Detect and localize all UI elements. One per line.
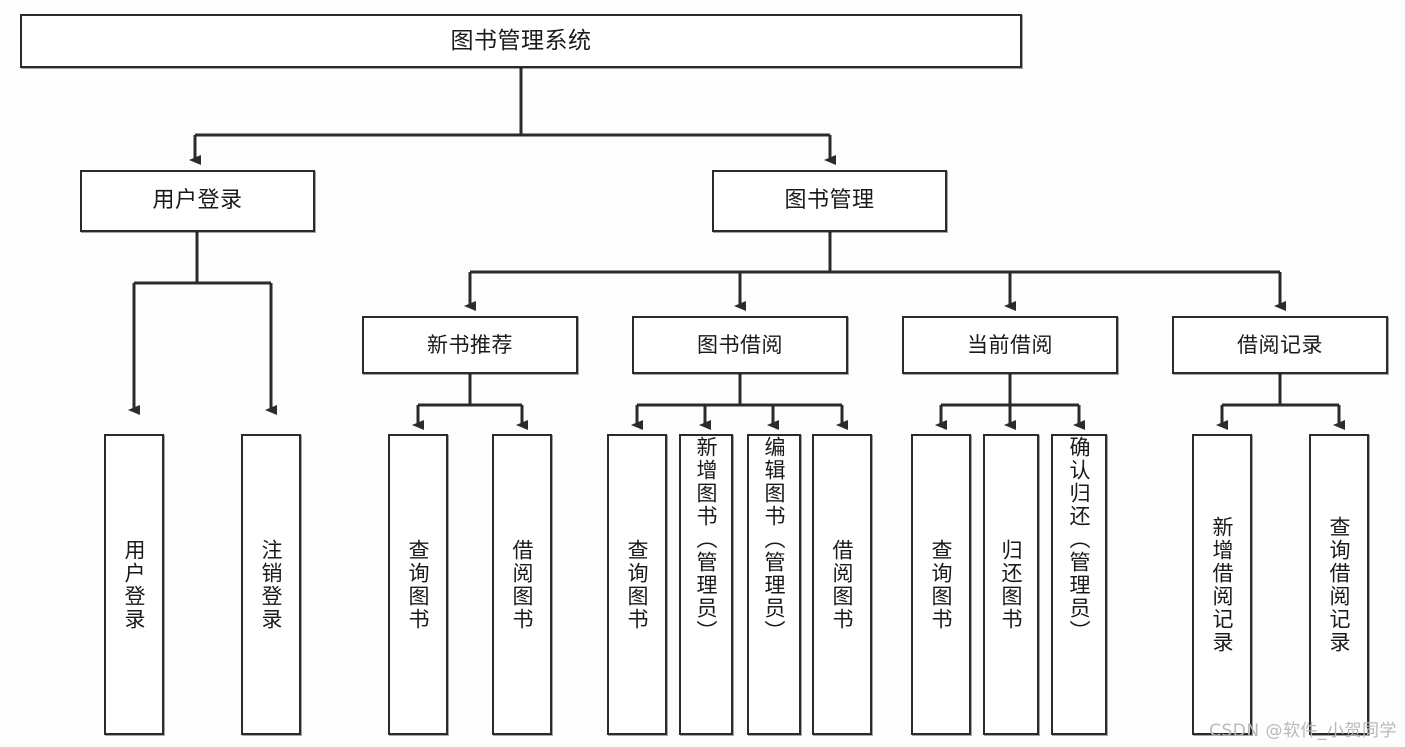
node-leaf-query-book-1-label: 查询图书	[406, 538, 431, 631]
node-book-manage[interactable]: 图书管理	[712, 170, 947, 232]
node-leaf-query-book-3[interactable]: 查询图书	[911, 434, 971, 735]
node-leaf-query-record[interactable]: 查询借阅记录	[1309, 434, 1369, 735]
node-leaf-borrow-book-2[interactable]: 借阅图书	[812, 434, 872, 735]
node-new-book-rec[interactable]: 新书推荐	[362, 316, 578, 374]
node-user-login[interactable]: 用户登录	[80, 170, 315, 232]
node-leaf-add-book[interactable]: 新增图书（管理员）	[679, 434, 733, 735]
node-leaf-logout[interactable]: 注销登录	[241, 434, 301, 735]
csdn-watermark: CSDN @软件_小贺同学	[1209, 721, 1397, 741]
node-current-borrow[interactable]: 当前借阅	[902, 316, 1118, 374]
node-leaf-query-book-2[interactable]: 查询图书	[607, 434, 667, 735]
node-leaf-edit-book-label: 编辑图书（管理员）	[762, 436, 787, 643]
node-leaf-borrow-book-1[interactable]: 借阅图书	[492, 434, 552, 735]
node-leaf-query-book-2-label: 查询图书	[625, 538, 650, 631]
node-leaf-edit-book[interactable]: 编辑图书（管理员）	[747, 434, 801, 735]
node-leaf-query-book-1[interactable]: 查询图书	[388, 434, 448, 735]
node-user-login-label: 用户登录	[152, 188, 243, 214]
node-leaf-user-login-label: 用户登录	[122, 538, 147, 631]
node-leaf-add-record-label: 新增借阅记录	[1210, 515, 1235, 654]
node-current-borrow-label: 当前借阅	[967, 332, 1053, 357]
node-borrow-record-label: 借阅记录	[1237, 332, 1323, 357]
node-leaf-borrow-book-1-label: 借阅图书	[510, 538, 535, 631]
node-leaf-borrow-book-2-label: 借阅图书	[830, 538, 855, 631]
node-book-manage-label: 图书管理	[784, 188, 875, 214]
node-book-borrow-label: 图书借阅	[697, 332, 783, 357]
node-leaf-logout-label: 注销登录	[259, 538, 284, 631]
node-leaf-add-record[interactable]: 新增借阅记录	[1192, 434, 1252, 735]
node-root-label: 图书管理系统	[450, 27, 592, 54]
node-leaf-confirm-return[interactable]: 确认归还（管理员）	[1051, 434, 1107, 735]
node-book-borrow[interactable]: 图书借阅	[632, 316, 848, 374]
node-borrow-record[interactable]: 借阅记录	[1172, 316, 1388, 374]
node-leaf-query-book-3-label: 查询图书	[929, 538, 954, 631]
node-leaf-confirm-return-label: 确认归还（管理员）	[1067, 436, 1092, 643]
node-leaf-add-book-label: 新增图书（管理员）	[694, 436, 719, 643]
node-leaf-return-book-label: 归还图书	[999, 538, 1024, 631]
node-leaf-user-login[interactable]: 用户登录	[104, 434, 164, 735]
node-root[interactable]: 图书管理系统	[20, 14, 1022, 68]
node-leaf-query-record-label: 查询借阅记录	[1327, 515, 1352, 654]
node-new-book-rec-label: 新书推荐	[427, 332, 513, 357]
node-leaf-return-book[interactable]: 归还图书	[983, 434, 1039, 735]
